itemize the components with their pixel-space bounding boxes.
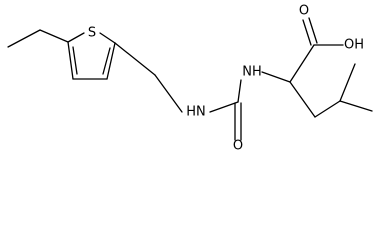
carboxyl-oxygen-label: O — [299, 4, 309, 19]
n-carbonyl-bond — [209, 101, 239, 113]
carboxyl-double-bond-b — [308, 17, 318, 44]
thiophene-c2-c3-inner-bond — [102, 47, 111, 75]
ethyl-ch2-bond — [39, 29, 69, 43]
molecule-diagram: S O OH NH HN O — [7, 4, 373, 154]
amine-hn-lower-label: HN — [186, 105, 206, 120]
sulfur-label: S — [88, 26, 96, 41]
ethyl-ch3-bond — [7, 29, 41, 48]
alpha-carboxyl-bond — [289, 44, 315, 83]
ch-methyl-up-bond — [339, 63, 356, 102]
ch-methyl-right-bond — [339, 100, 373, 112]
amine-nh-upper-label: NH — [242, 65, 262, 80]
alpha-ch2-bond — [289, 81, 316, 118]
thiophene-c5-s-bond — [67, 32, 85, 43]
urea-oxygen-label: O — [233, 139, 243, 154]
ch2-ch-bond — [314, 100, 341, 118]
thiophene-c4-c5-inner-bond — [72, 46, 78, 75]
methylene-n-bond — [154, 74, 183, 113]
hydroxyl-label: OH — [344, 38, 364, 53]
carbonyl-nh-bond — [237, 79, 242, 103]
thiophene-s-c2-bond — [99, 32, 116, 44]
carboxyl-double-bond-a — [302, 19, 312, 46]
nh-alpha-carbon-bond — [261, 71, 291, 83]
thiophene-c2-c3-bond — [106, 42, 116, 80]
methylene-bond — [114, 42, 156, 76]
thiophene-c4-c5-bond — [67, 41, 74, 80]
